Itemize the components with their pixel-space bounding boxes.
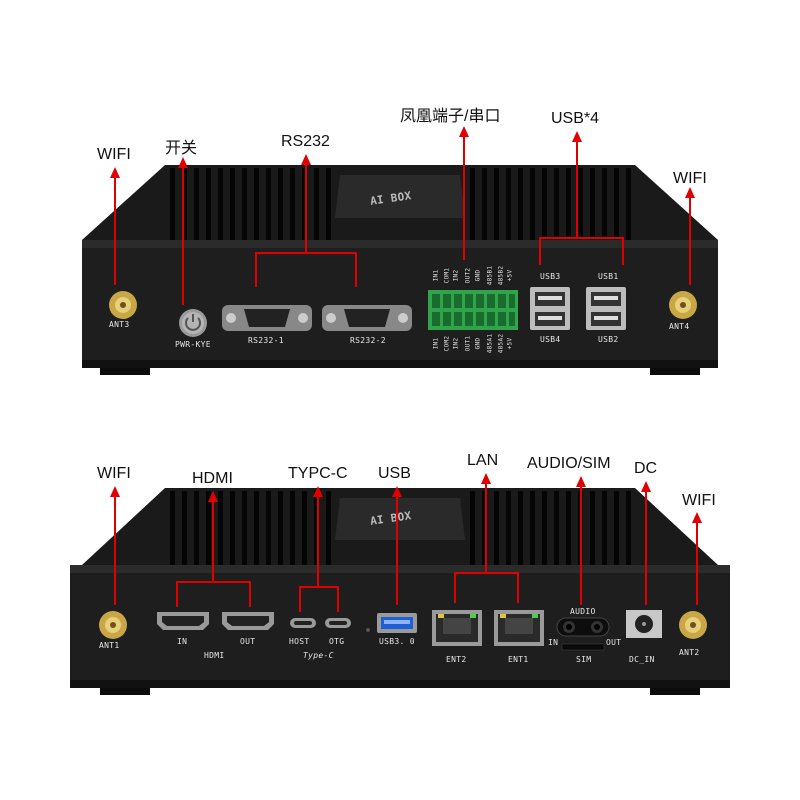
dc-in-label: DC_IN [629,655,655,664]
usb4-label: USB4 [540,335,561,344]
callout-phoenix: 凤凰端子/串口 [400,108,501,125]
usb1-label: USB1 [598,272,619,281]
ant4-label: ANT4 [669,322,690,331]
bottom-heatsink-fins [170,491,631,565]
callout-wifi-left-2: WIFI [97,465,131,482]
hdmi-in-label: IN [177,637,188,646]
rs232-1-label: RS232-1 [248,336,284,345]
rs232-2-label: RS232-2 [350,336,386,345]
callout-hdmi: HDMI [192,470,233,487]
callout-rs232: RS232 [281,133,330,150]
audio-out-label: OUT [606,638,622,647]
power-label: PWR-KYE [175,340,211,349]
callout-wifi-left: WIFI [97,146,131,163]
usb30-label: USB3. 0 [379,637,415,646]
otg-label: OTG [329,637,345,646]
ant3-label: ANT3 [109,320,130,329]
hdmi-out-label: OUT [240,637,256,646]
callout-typec: TYPC-C [288,465,348,482]
callout-dc: DC [634,460,658,477]
hdmi-label: HDMI [204,651,225,660]
audio-in-label: IN [548,638,559,647]
callout-wifi-right: WIFI [673,170,707,187]
usb3-label: USB3 [540,272,561,281]
ant2-label: ANT2 [679,648,700,657]
ant1-label: ANT1 [99,641,120,650]
callout-usb4: USB*4 [551,110,600,127]
callout-wifi-right-2: WIFI [682,492,716,509]
sim-label: SIM [576,655,592,664]
top-heatsink-fins [170,168,631,240]
callout-usb: USB [378,465,411,482]
usb2-label: USB2 [598,335,619,344]
audio-label: AUDIO [570,607,596,616]
ent2-label: ENT2 [446,655,467,664]
callout-power: 开关 [165,140,198,157]
callout-lan: LAN [467,452,499,469]
callout-audio-sim: AUDIO/SIM [527,455,611,472]
typec-label: Type-C [303,651,334,660]
host-label: HOST [289,637,310,646]
ent1-label: ENT1 [508,655,529,664]
